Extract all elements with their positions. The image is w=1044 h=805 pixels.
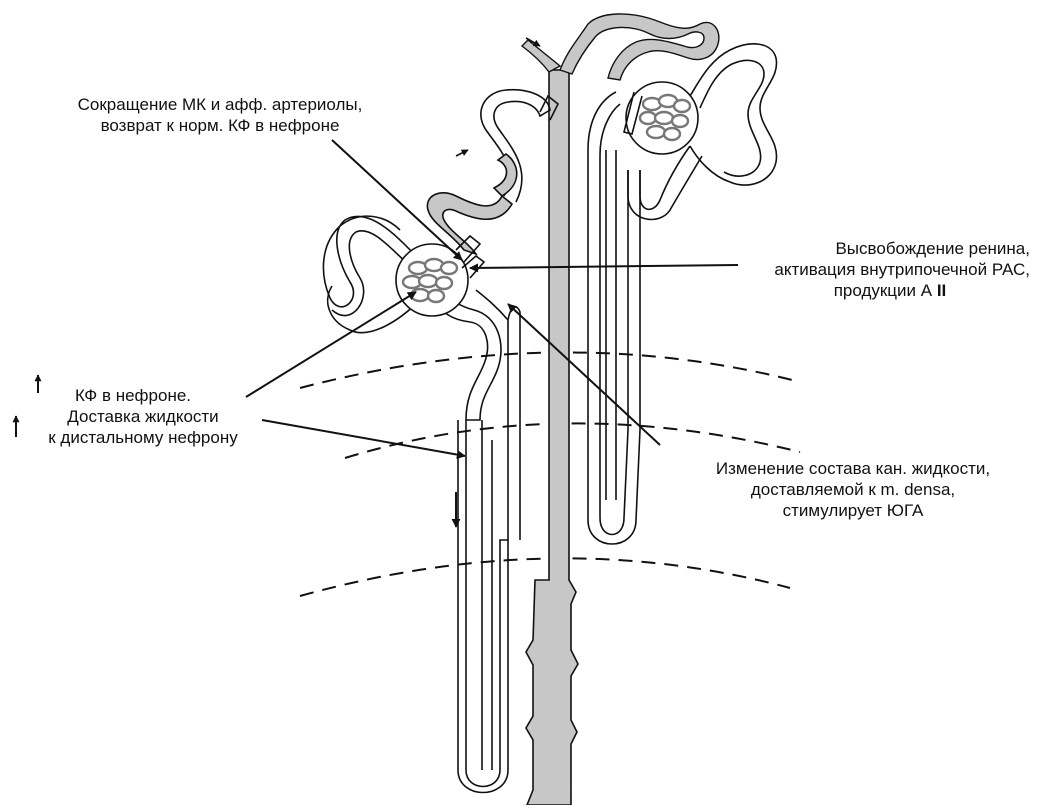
nephron-left	[323, 90, 558, 793]
label-gfr-line2: Доставка жидкости	[18, 406, 268, 427]
loop-right-thin	[606, 150, 616, 500]
label-renin-line3-suffix: II	[937, 281, 946, 300]
label-renin-line3-prefix: продукции А	[834, 281, 937, 300]
boundary-outer-medulla	[345, 423, 800, 458]
proximal-tubule-right-a	[690, 44, 777, 185]
flow-arrow-left	[456, 150, 468, 156]
label-contraction-line1: Сокращение МК и афф. артериолы,	[55, 94, 385, 115]
label-gfr: КФ в нефроне. Доставка жидкости к дистал…	[18, 385, 268, 448]
connecting-tubule-right	[560, 14, 719, 80]
proximal-tubule-right-b	[700, 60, 764, 176]
loop-of-henle-left-descending	[458, 420, 508, 793]
collecting-duct-main	[526, 70, 578, 805]
thick-ascending-left	[508, 307, 520, 540]
label-composition-line3: стимулирует ЮГА	[668, 500, 1038, 521]
loop-of-henle-left-ascending	[482, 420, 492, 770]
label-composition-line2: доставляемой к m. densa,	[668, 479, 1038, 500]
flow-arrows	[456, 38, 540, 156]
label-composition: Изменение состава кан. жидкости, доставл…	[668, 458, 1038, 521]
loop-of-henle-right-inner	[600, 104, 628, 535]
proximal-tubule-right-c	[640, 146, 690, 209]
loop-of-henle-right-outer	[588, 92, 640, 544]
label-gfr-line1: КФ в нефроне.	[18, 385, 268, 406]
connecting-tubule-left	[522, 40, 560, 72]
label-contraction: Сокращение МК и афф. артериолы, возврат …	[55, 94, 385, 136]
label-gfr-line3: к дистальному нефрону	[18, 427, 268, 448]
distal-tubule-left-upper	[481, 90, 550, 202]
arrow-gfr-lower	[262, 420, 465, 456]
label-composition-line1: Изменение состава кан. жидкости,	[668, 458, 1038, 479]
annotation-arrows	[16, 140, 738, 527]
ascending-to-macula	[476, 290, 508, 320]
label-contraction-line2: возврат к норм. КФ в нефроне	[55, 115, 385, 136]
label-renin: Высвобождение ренина, активация внутрипо…	[690, 238, 1030, 301]
label-renin-line2: активация внутрипочечной РАС,	[690, 259, 1030, 280]
distal-tubule-left-upper-grey	[494, 154, 517, 196]
label-renin-line1: Высвобождение ренина,	[690, 238, 1030, 259]
label-renin-line3: продукции А II	[690, 280, 1030, 301]
